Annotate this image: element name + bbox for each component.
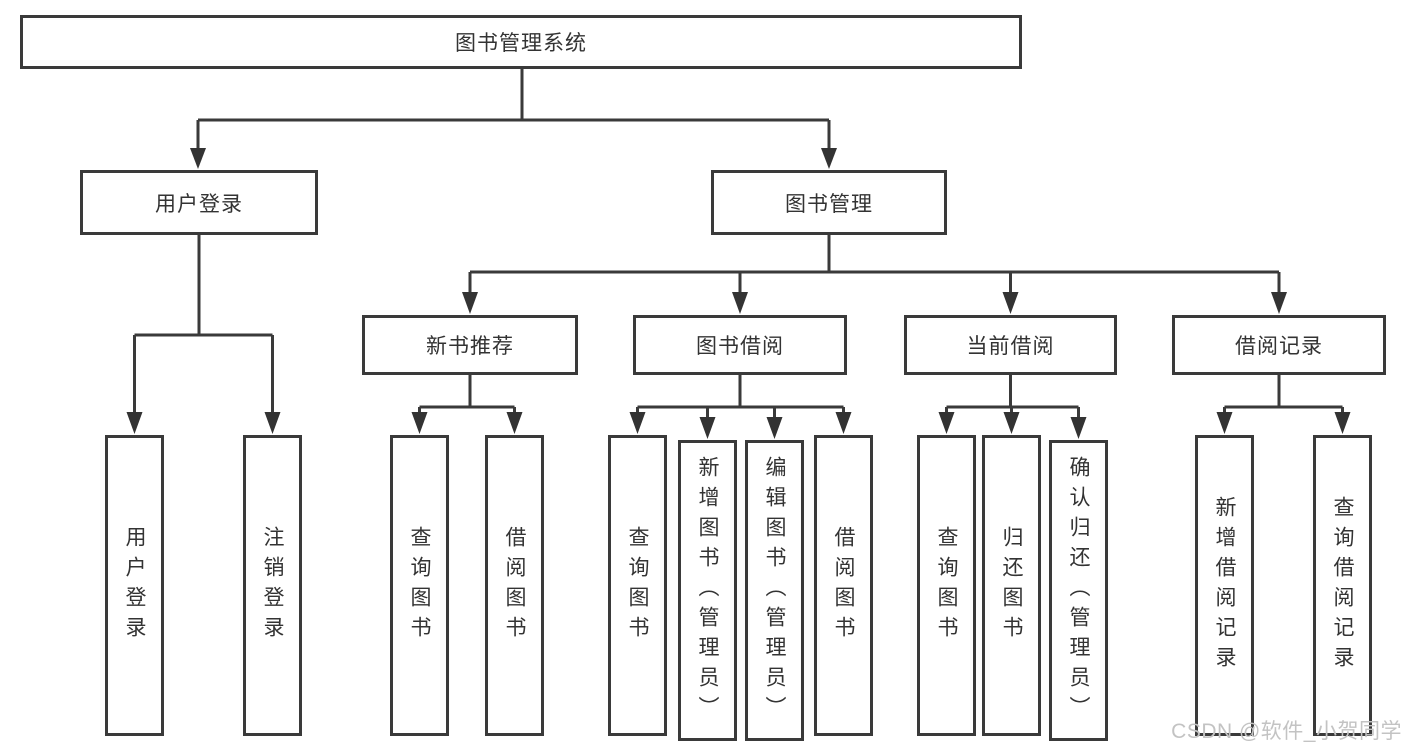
node-label: 新书推荐 bbox=[426, 335, 514, 358]
node-label: 图书管理 bbox=[785, 192, 873, 216]
node-label: 新增借阅记录 bbox=[1213, 495, 1236, 676]
node-label: 借阅图书 bbox=[832, 525, 855, 646]
connector-root-to-level2 bbox=[190, 68, 837, 169]
node-library-system: 图书管理系统 bbox=[20, 15, 1022, 69]
node-leaf-query-books-borrowing: 查询图书 bbox=[608, 435, 667, 736]
node-label: 新增图书（管理员） bbox=[696, 455, 719, 726]
connector-borrow-records-to-leaves bbox=[1216, 373, 1351, 434]
connector-book-borrow-to-leaves bbox=[629, 373, 852, 439]
node-leaf-edit-books-admin: 编辑图书（管理员） bbox=[745, 440, 804, 741]
node-label: 归还图书 bbox=[1000, 525, 1023, 646]
node-label: 查询图书 bbox=[935, 525, 958, 646]
node-label: 图书借阅 bbox=[696, 335, 784, 358]
node-leaf-query-books-recommend: 查询图书 bbox=[390, 435, 449, 736]
node-leaf-user-login: 用户登录 bbox=[105, 435, 164, 736]
node-borrowing-records: 借阅记录 bbox=[1172, 315, 1386, 375]
connector-current-borrow-to-leaves bbox=[938, 373, 1087, 439]
node-label: 查询借阅记录 bbox=[1331, 495, 1354, 676]
node-leaf-logout-login: 注销登录 bbox=[243, 435, 302, 736]
node-leaf-add-books-admin: 新增图书（管理员） bbox=[678, 440, 737, 741]
node-user-login: 用户登录 bbox=[80, 170, 318, 235]
watermark-text: CSDN @软件_小贺同学 bbox=[1171, 720, 1402, 743]
node-label: 当前借阅 bbox=[966, 335, 1055, 358]
node-book-borrowing: 图书借阅 bbox=[633, 315, 847, 375]
node-label: 用户登录 bbox=[123, 525, 146, 646]
node-book-management: 图书管理 bbox=[711, 170, 947, 235]
node-label: 借阅记录 bbox=[1235, 335, 1323, 358]
node-label: 图书管理系统 bbox=[455, 32, 587, 55]
node-leaf-query-borrow-record: 查询借阅记录 bbox=[1313, 435, 1372, 736]
node-current-borrowing: 当前借阅 bbox=[904, 315, 1117, 375]
node-leaf-query-books-current: 查询图书 bbox=[917, 435, 976, 736]
node-label: 查询图书 bbox=[626, 525, 649, 646]
node-label: 确认归还（管理员） bbox=[1067, 455, 1090, 726]
node-leaf-confirm-return-admin: 确认归还（管理员） bbox=[1049, 440, 1108, 741]
node-leaf-add-borrow-record: 新增借阅记录 bbox=[1195, 435, 1254, 736]
node-new-book-recommend: 新书推荐 bbox=[362, 315, 578, 375]
node-leaf-borrow-books-recommend: 借阅图书 bbox=[485, 435, 544, 736]
node-label: 用户登录 bbox=[155, 192, 243, 216]
node-label: 注销登录 bbox=[261, 525, 284, 646]
node-label: 查询图书 bbox=[408, 525, 431, 646]
node-leaf-return-books: 归还图书 bbox=[982, 435, 1041, 736]
connector-user-login-to-leaves bbox=[126, 233, 281, 434]
node-label: 编辑图书（管理员） bbox=[763, 455, 786, 726]
node-label: 借阅图书 bbox=[503, 525, 526, 646]
connector-book-mgmt-to-level3 bbox=[462, 233, 1287, 314]
node-leaf-borrow-books-borrowing: 借阅图书 bbox=[814, 435, 873, 736]
connector-new-book-to-leaves bbox=[411, 373, 523, 434]
